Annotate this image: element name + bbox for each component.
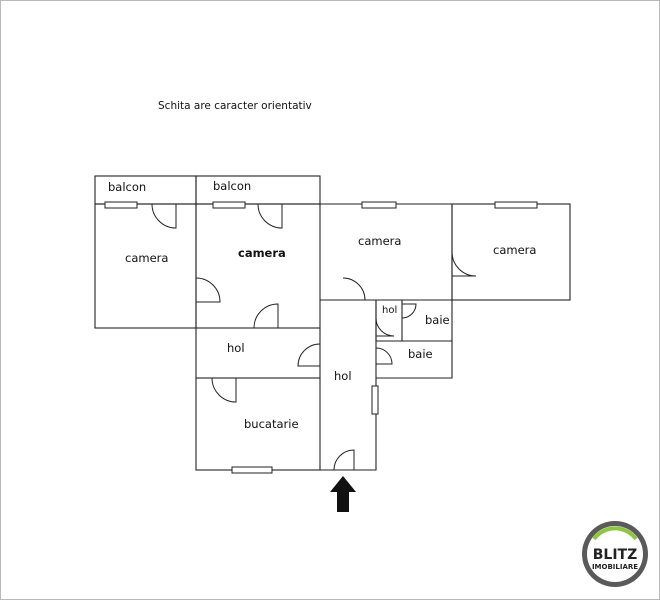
window-camera-4 — [494, 201, 538, 209]
door-entrance — [333, 449, 355, 471]
logo-accent-arc — [592, 526, 638, 541]
door-camera-2 — [195, 277, 221, 303]
room-camera-3 — [320, 203, 453, 301]
window-balcony-right — [212, 201, 246, 209]
label-baie-top: baie — [425, 313, 450, 327]
door-baie-top — [401, 303, 417, 319]
label-bucatarie: bucatarie — [244, 417, 299, 431]
label-camera-2: camera — [238, 246, 286, 260]
room-hol-left — [195, 328, 321, 379]
label-hol-left: hol — [227, 341, 245, 355]
logo-inner — [587, 526, 643, 582]
label-baie-bottom: baie — [408, 347, 433, 361]
door-hol-left — [253, 303, 279, 329]
label-balcon-right: balcon — [213, 179, 251, 193]
room-baie-bottom — [376, 340, 453, 379]
door-balcony-right — [257, 203, 283, 229]
room-hol-center — [320, 299, 377, 471]
entrance-arrow-icon — [330, 476, 356, 512]
label-camera-4: camera — [493, 243, 536, 257]
label-balcon-left: balcon — [108, 180, 146, 194]
door-balcony-left — [151, 203, 177, 229]
door-camera-4 — [451, 251, 477, 277]
logo-line2: IMOBILIARE — [592, 563, 638, 571]
window-camera-3 — [361, 201, 397, 209]
room-camera-1 — [94, 203, 197, 329]
label-camera-3: camera — [358, 234, 401, 248]
door-baie-bottom — [375, 347, 393, 365]
disclaimer-note: Schita are caracter orientativ — [158, 100, 312, 112]
door-hol-center — [297, 343, 321, 367]
door-camera-3 — [342, 277, 366, 301]
label-hol-center: hol — [334, 369, 352, 383]
blitz-imobiliare-logo: BLITZ IMOBILIARE — [582, 521, 648, 587]
window-bucatarie — [231, 466, 273, 474]
label-camera-1: camera — [125, 251, 168, 265]
label-hol-small: hol — [382, 305, 397, 316]
logo-line1: BLITZ — [593, 547, 638, 563]
window-balcony-left — [104, 201, 138, 209]
room-camera-2 — [195, 203, 321, 329]
door-hol-small — [375, 317, 395, 337]
door-bucatarie — [211, 377, 237, 403]
window-hol-center — [371, 385, 379, 415]
